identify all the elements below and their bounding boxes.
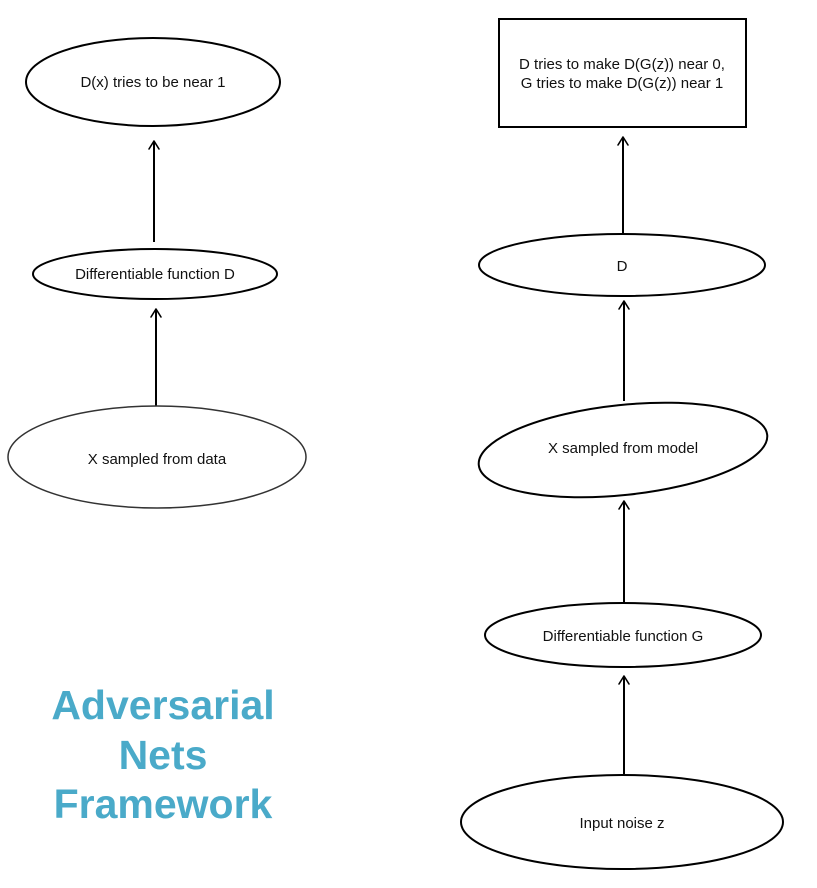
right-column: D tries to make D(G(z)) near 0, G tries … (460, 18, 784, 870)
arrow-d-to-dx (148, 140, 160, 242)
arrow-data-to-d (150, 308, 162, 406)
arrow-model-sample-to-d (618, 300, 630, 401)
title-line-adversarial: Adversarial (51, 682, 274, 728)
dx-near-one-label: D(x) tries to be near 1 (80, 74, 225, 91)
objective-line-g: G tries to make D(G(z)) near 1 (521, 75, 724, 92)
input-noise-node: Input noise z (460, 774, 784, 870)
x-sampled-from-model-label: X sampled from model (548, 440, 698, 457)
differentiable-function-d-label: Differentiable function D (75, 266, 235, 283)
discriminator-label: D (617, 258, 628, 275)
objective-box: D tries to make D(G(z)) near 0, G tries … (498, 18, 747, 128)
title-line-framework: Framework (54, 781, 273, 827)
x-sampled-from-data-node: X sampled from data (7, 405, 307, 509)
differentiable-function-g-label: Differentiable function G (543, 628, 704, 645)
input-noise-label: Input noise z (579, 815, 664, 832)
arrow-g-to-model-sample (618, 500, 630, 602)
differentiable-function-g-node: Differentiable function G (484, 602, 762, 668)
framework-title: Adversarial Nets Framework (51, 682, 274, 827)
title-line-nets: Nets (119, 732, 208, 778)
x-sampled-from-model-node: X sampled from model (477, 401, 769, 499)
arrow-d-to-objective (617, 136, 629, 233)
arrow-noise-to-g (618, 675, 630, 774)
left-column: D(x) tries to be near 1 Differentiable f… (7, 37, 307, 509)
discriminator-node: D (478, 233, 766, 297)
differentiable-function-d-node: Differentiable function D (32, 248, 278, 300)
x-sampled-from-data-label: X sampled from data (88, 451, 227, 468)
objective-line-d: D tries to make D(G(z)) near 0, (519, 56, 725, 73)
dx-near-one-node: D(x) tries to be near 1 (25, 37, 281, 127)
